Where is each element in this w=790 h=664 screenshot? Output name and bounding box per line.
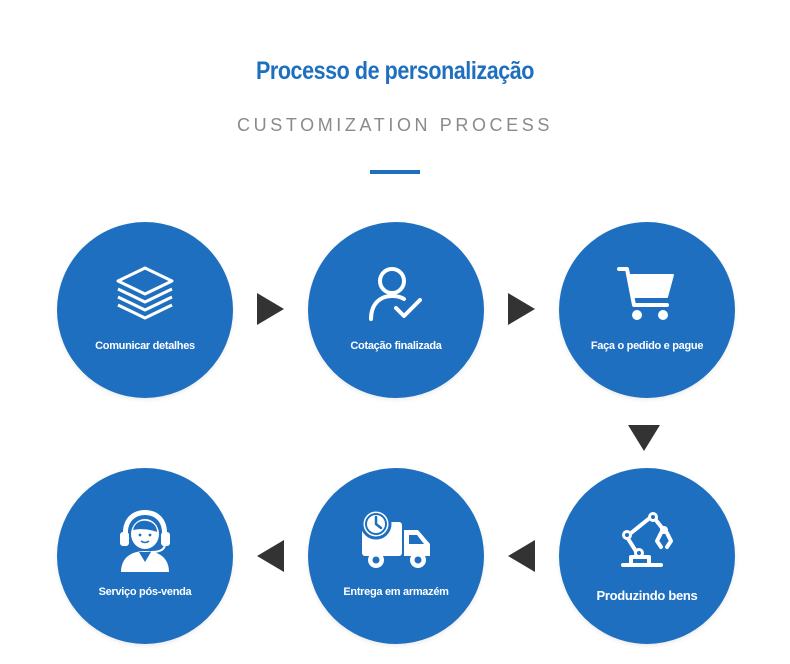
step-label: Faça o pedido e pague	[590, 340, 704, 352]
page-subtitle: CUSTOMIZATION PROCESS	[237, 115, 553, 135]
step-faca-o-pedido: Faça o pedido e pague	[559, 222, 735, 398]
robot-arm-icon	[559, 508, 735, 572]
arrow-right-icon	[257, 293, 284, 325]
delivery-truck-clock-icon	[308, 508, 484, 572]
step-produzindo-bens: Produzindo bens	[559, 468, 735, 644]
page-title: Processo de personalização	[255, 57, 534, 85]
step-label: Produzindo bens	[596, 588, 698, 603]
step-cotacao-finalizada: Cotação finalizada	[308, 222, 484, 398]
layers-icon	[57, 262, 233, 326]
step-entrega-em-armazem: Entrega em armazém	[308, 468, 484, 644]
user-check-icon	[308, 262, 484, 326]
step-comunicar-detalhes: Comunicar detalhes	[57, 222, 233, 398]
step-label: Entrega em armazém	[343, 586, 449, 598]
shopping-cart-icon	[559, 262, 735, 326]
step-label: Serviço pós-venda	[98, 586, 192, 598]
arrow-left-icon	[257, 540, 284, 572]
customer-service-headset-icon	[57, 508, 233, 572]
arrow-left-icon	[508, 540, 535, 572]
step-label: Cotação finalizada	[350, 340, 442, 352]
arrow-right-icon	[508, 293, 535, 325]
step-servico-pos-venda: Serviço pós-venda	[57, 468, 233, 644]
arrow-down-icon	[628, 425, 660, 451]
title-divider	[370, 170, 420, 174]
step-label: Comunicar detalhes	[95, 340, 195, 352]
